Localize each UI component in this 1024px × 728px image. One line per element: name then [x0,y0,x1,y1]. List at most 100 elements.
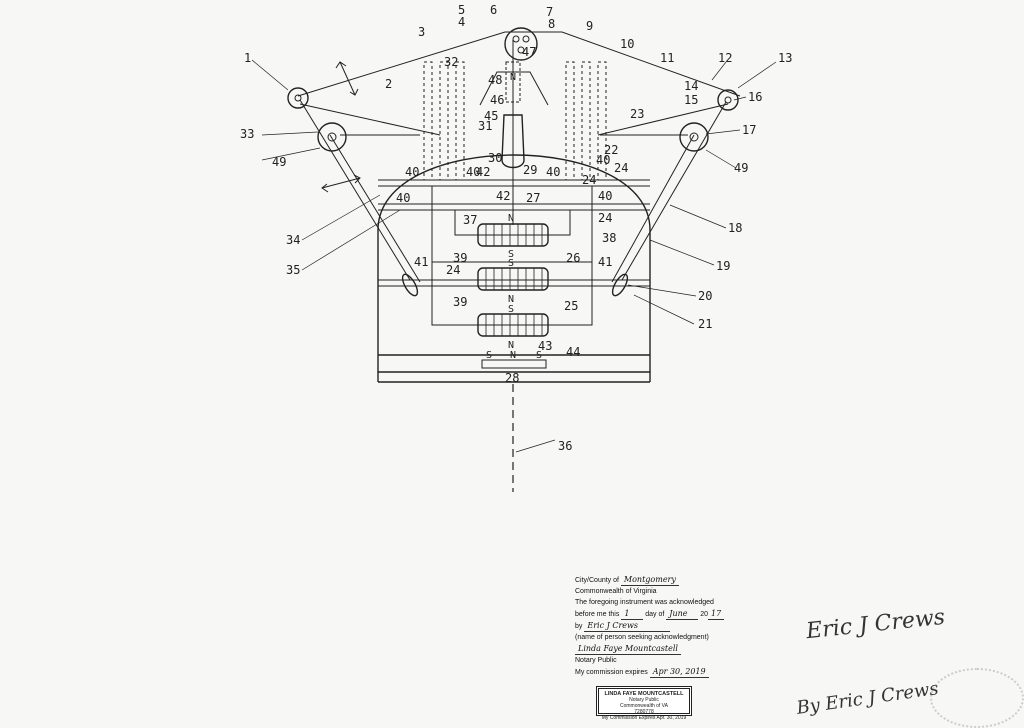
pulley-16 [717,89,739,111]
label-3: 3 [418,25,425,39]
label-17: 17 [742,123,756,137]
label-24-a: 24 [614,161,628,175]
center-spring [505,61,521,103]
left-spring-stacks [423,61,465,181]
top-wheel-hub-a [512,35,520,43]
top-wheel-hub-b [522,35,530,43]
label-6: 6 [490,3,497,17]
commonwealth-line: Commonwealth of Virginia [575,588,657,595]
label-33: 33 [240,127,254,141]
right-arm-18 [621,101,727,281]
label-5: 5 [458,3,465,17]
pulley-1 [287,87,309,109]
embossed-seal [930,668,1024,728]
label-19: 19 [716,259,730,273]
label-28: 28 [505,371,519,385]
label-47: 47 [522,45,536,59]
left-arm-34 [299,99,411,281]
pendulum-bob [501,114,525,169]
label-27: 27 [526,191,540,205]
right-weight [611,273,629,297]
label-4: 4 [458,15,465,29]
label-24-b: 24 [582,173,596,187]
top-wheel [504,27,538,61]
magnet-frame-inner [454,210,571,236]
expires-label: My commission expires [575,669,648,676]
label-25: 25 [564,299,578,313]
right-arm-19 [611,134,695,283]
label-49-b: 49 [734,161,748,175]
pole-n-2: N [508,294,514,305]
label-45: 45 [484,109,498,123]
stamp-line-2: Commonwealth of VA [620,703,668,709]
label-37: 37 [463,213,477,227]
label-22: 22 [604,143,618,157]
right-spring-stacks [565,61,607,181]
label-39-a: 39 [453,251,467,265]
label-29: 29 [523,163,537,177]
coil-25 [477,313,549,337]
label-42-a: 42 [476,165,490,179]
pulley-17-hub [689,132,699,142]
by-label: by [575,623,583,630]
label-12: 12 [718,51,732,65]
stamp-line-3: 7280778 [634,709,654,715]
magnet-frame-outer [431,186,593,326]
pulley-33-hub [327,132,337,142]
label-40-e: 40 [396,191,410,205]
label-24-c: 24 [598,211,612,225]
label-20: 20 [698,289,712,303]
pole-n-top: N [510,72,516,83]
label-40-b: 40 [466,165,480,179]
label-24-d: 24 [446,263,460,277]
notary-acknowledgment: City/County of Montgomery Commonwealth o… [575,574,725,678]
label-40-a: 40 [405,165,419,179]
label-32: 32 [444,55,458,69]
label-39-b: 39 [453,295,467,309]
label-7: 7 [546,5,553,19]
city-county-label: City/County of [575,577,619,584]
label-13: 13 [778,51,792,65]
pulley-1-hub [294,94,302,102]
label-36: 36 [558,439,572,453]
arrow-left-mid [321,174,361,193]
label-38: 38 [602,231,616,245]
label-21: 21 [698,317,712,331]
left-arm-35 [329,134,421,283]
pulley-16-hub [724,96,732,104]
label-15: 15 [684,93,698,107]
label-34: 34 [286,233,300,247]
label-40-f: 40 [598,189,612,203]
pole-s-4: S [486,350,492,361]
year-prefix: 20 [700,611,709,618]
city-county-value: Montgomery [620,574,679,586]
label-41-b: 41 [598,255,612,269]
label-46: 46 [490,93,504,107]
left-weight [401,273,419,297]
month-value: June [666,608,699,620]
acknowledged-line: The foregoing instrument was acknowledge… [575,599,714,606]
label-1: 1 [244,51,251,65]
label-26: 26 [566,251,580,265]
label-16: 16 [748,90,762,104]
notary-public-label: Notary Public [575,657,617,664]
label-49-a: 49 [272,155,286,169]
right-cable-low [597,103,729,136]
pulley-17 [679,122,709,152]
notary-signature: Linda Faye Mountcastell [575,643,681,655]
label-9: 9 [586,19,593,33]
pole-n-4: N [510,350,516,361]
label-40-d: 40 [596,153,610,167]
label-2: 2 [385,77,392,91]
left-cable [297,31,741,97]
label-40-c: 40 [546,165,560,179]
pole-s-2: S [508,258,514,269]
base-magnet [481,359,547,369]
day-of-label: day of [645,611,665,618]
pole-s-3: S [508,304,514,315]
person-caption: (name of person seeking acknowledgment) [575,634,709,641]
label-42-b: 42 [496,189,510,203]
pole-s-5: S [536,350,542,361]
upper-bracket [479,71,549,106]
label-30: 30 [488,151,502,165]
